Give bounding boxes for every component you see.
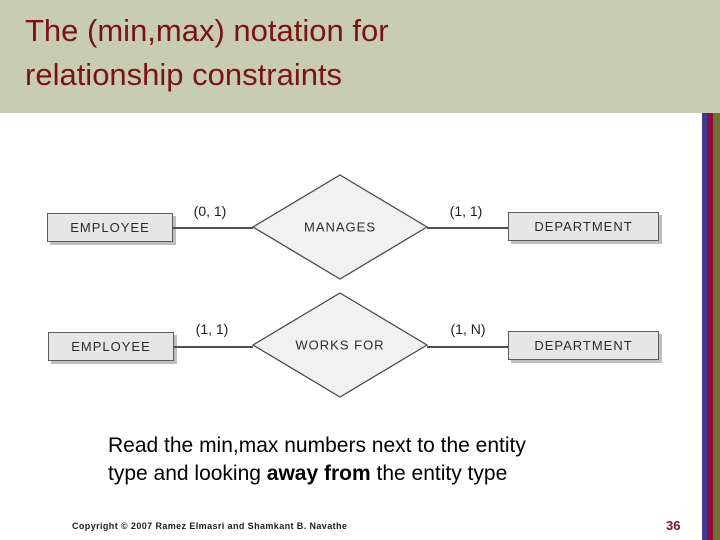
cardinality-label: (1, 1)	[195, 321, 229, 337]
relationship-diamond-manages: MANAGES	[252, 174, 428, 280]
connector-line	[427, 346, 508, 348]
relationship-diamond-works-for: WORKS FOR	[252, 292, 428, 398]
entity-label: DEPARTMENT	[534, 338, 633, 353]
body-text-line2: type and looking away from the entity ty…	[108, 462, 508, 485]
entity-box-department-row2: DEPARTMENT	[508, 331, 659, 360]
cardinality-label: (0, 1)	[193, 203, 227, 219]
slide-title-line2: relationship constraints	[25, 57, 343, 92]
edge-stripe-maroon	[707, 113, 713, 540]
entity-box-employee-row2: EMPLOYEE	[48, 332, 174, 361]
diamond-shape-icon	[252, 174, 428, 280]
edge-stripe-blue	[702, 113, 707, 540]
header-band: The (min,max) notation for relationship …	[0, 0, 720, 113]
copyright-footer: Copyright © 2007 Ramez Elmasri and Shamk…	[72, 521, 348, 531]
body-text: Read the min,max numbers next to the ent…	[108, 432, 526, 488]
diamond-shape-icon	[252, 292, 428, 398]
entity-label: EMPLOYEE	[71, 339, 151, 354]
body-text-line1: Read the min,max numbers next to the ent…	[108, 434, 526, 457]
relationship-label: WORKS FOR	[295, 337, 385, 353]
cardinality-label: (1, 1)	[449, 203, 483, 219]
slide-title-line1: The (min,max) notation for	[25, 13, 389, 48]
cardinality-label: (1, N)	[450, 321, 486, 337]
connector-line	[427, 227, 508, 229]
body-text-bold-phrase: away from	[266, 462, 371, 485]
edge-stripe-olive	[713, 113, 720, 540]
connector-line	[172, 227, 253, 229]
entity-label: EMPLOYEE	[70, 220, 150, 235]
page-number: 36	[666, 518, 681, 533]
slide-title: The (min,max) notation for relationship …	[25, 9, 389, 97]
relationship-label: MANAGES	[303, 219, 376, 235]
entity-label: DEPARTMENT	[534, 219, 633, 234]
entity-box-employee-row1: EMPLOYEE	[47, 213, 173, 242]
entity-box-department-row1: DEPARTMENT	[508, 212, 659, 241]
connector-line	[173, 346, 253, 348]
